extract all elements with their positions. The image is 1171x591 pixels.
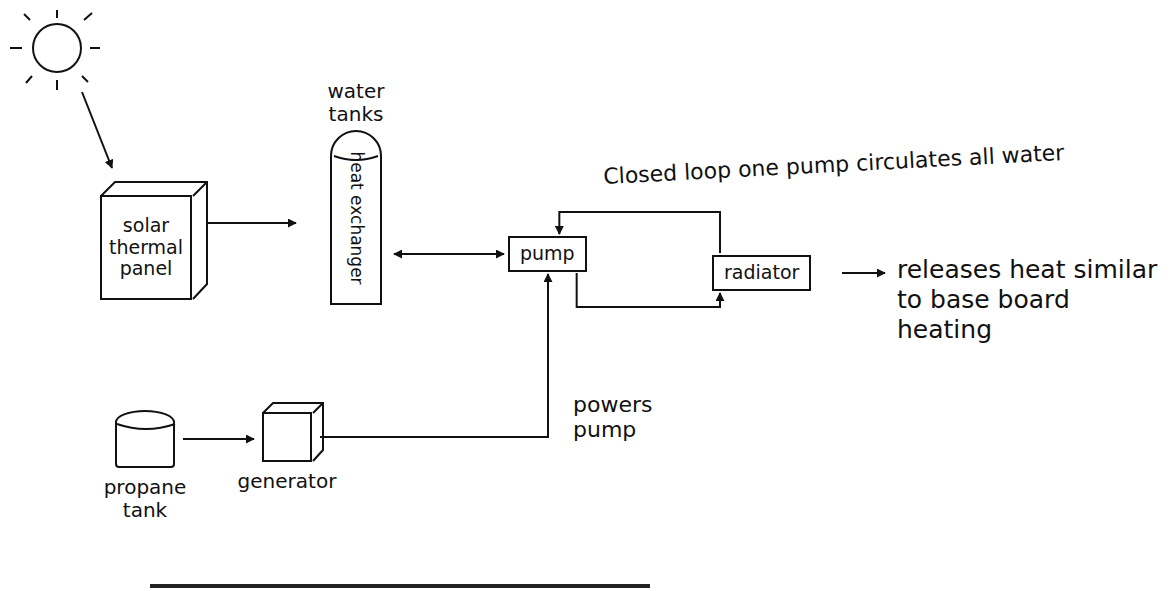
heat-release-note: releases heat similar to base board heat… bbox=[897, 255, 1159, 345]
generator-box: generator bbox=[262, 412, 312, 462]
solar-panel-box: solar thermal panel bbox=[100, 195, 192, 300]
propane-tank: propane tank bbox=[115, 410, 175, 468]
heat-exchanger-text: heat exchanger bbox=[346, 151, 366, 284]
drum-rim bbox=[115, 400, 189, 472]
connector bbox=[183, 438, 254, 440]
page-edge-smudge bbox=[150, 584, 650, 588]
cube-faces bbox=[262, 402, 326, 466]
edge-label: Closed loop one pump circulates all wate… bbox=[600, 140, 1068, 190]
water-tank: water tanksheat exchanger bbox=[330, 130, 382, 305]
connector bbox=[394, 253, 504, 255]
node-text: solar thermal panel bbox=[106, 215, 186, 281]
edge-label: powers pump bbox=[570, 392, 676, 443]
sun-symbol bbox=[10, 10, 100, 90]
radiator-box: radiator bbox=[712, 255, 811, 291]
propane-label: propane tank bbox=[95, 476, 195, 522]
generator-label: generator bbox=[227, 470, 347, 493]
heat-release-arrow bbox=[842, 272, 885, 274]
sun-ray-arrow bbox=[82, 92, 112, 168]
connector bbox=[208, 222, 296, 224]
tank-heading: water tanks bbox=[306, 80, 406, 126]
node-text: radiator bbox=[724, 262, 799, 284]
pump-box: pump bbox=[508, 236, 587, 272]
connector bbox=[577, 273, 720, 307]
node-text: pump bbox=[520, 243, 575, 265]
